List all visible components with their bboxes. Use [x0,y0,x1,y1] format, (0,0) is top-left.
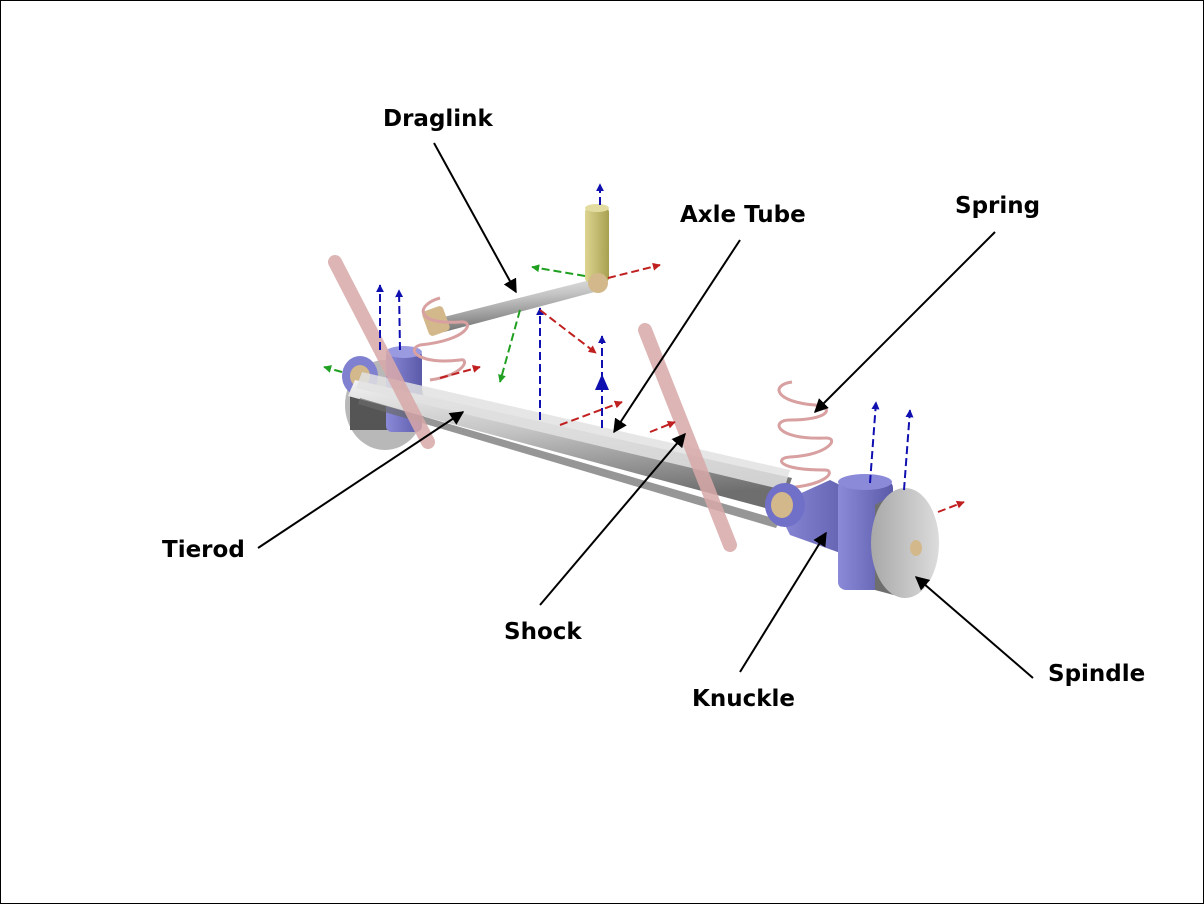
label-spring: Spring [955,193,1040,219]
right-spindle [871,488,939,598]
left-spring [412,296,469,382]
left-shock [328,255,435,449]
label-axle-tube: Axle Tube [680,202,806,228]
label-tierod: Tierod [162,537,245,563]
draglink [422,204,609,336]
right-shock [638,323,737,552]
coordinate-frames [323,183,965,513]
spring-leader [814,231,996,413]
label-draglink: Draglink [383,106,494,132]
tierod-leader [257,411,465,549]
force-arrow-icon [595,374,609,390]
draglink-leader [433,142,517,294]
knuckle-leader [739,531,827,673]
label-shock: Shock [504,619,582,645]
shock-leader [539,432,686,606]
spindle-leader [914,576,1034,679]
axle-tube-leader [613,239,741,434]
label-knuckle: Knuckle [692,686,795,712]
axle-tube [348,372,792,528]
label-spindle: Spindle [1048,661,1145,687]
callout-arrows [257,142,1034,679]
